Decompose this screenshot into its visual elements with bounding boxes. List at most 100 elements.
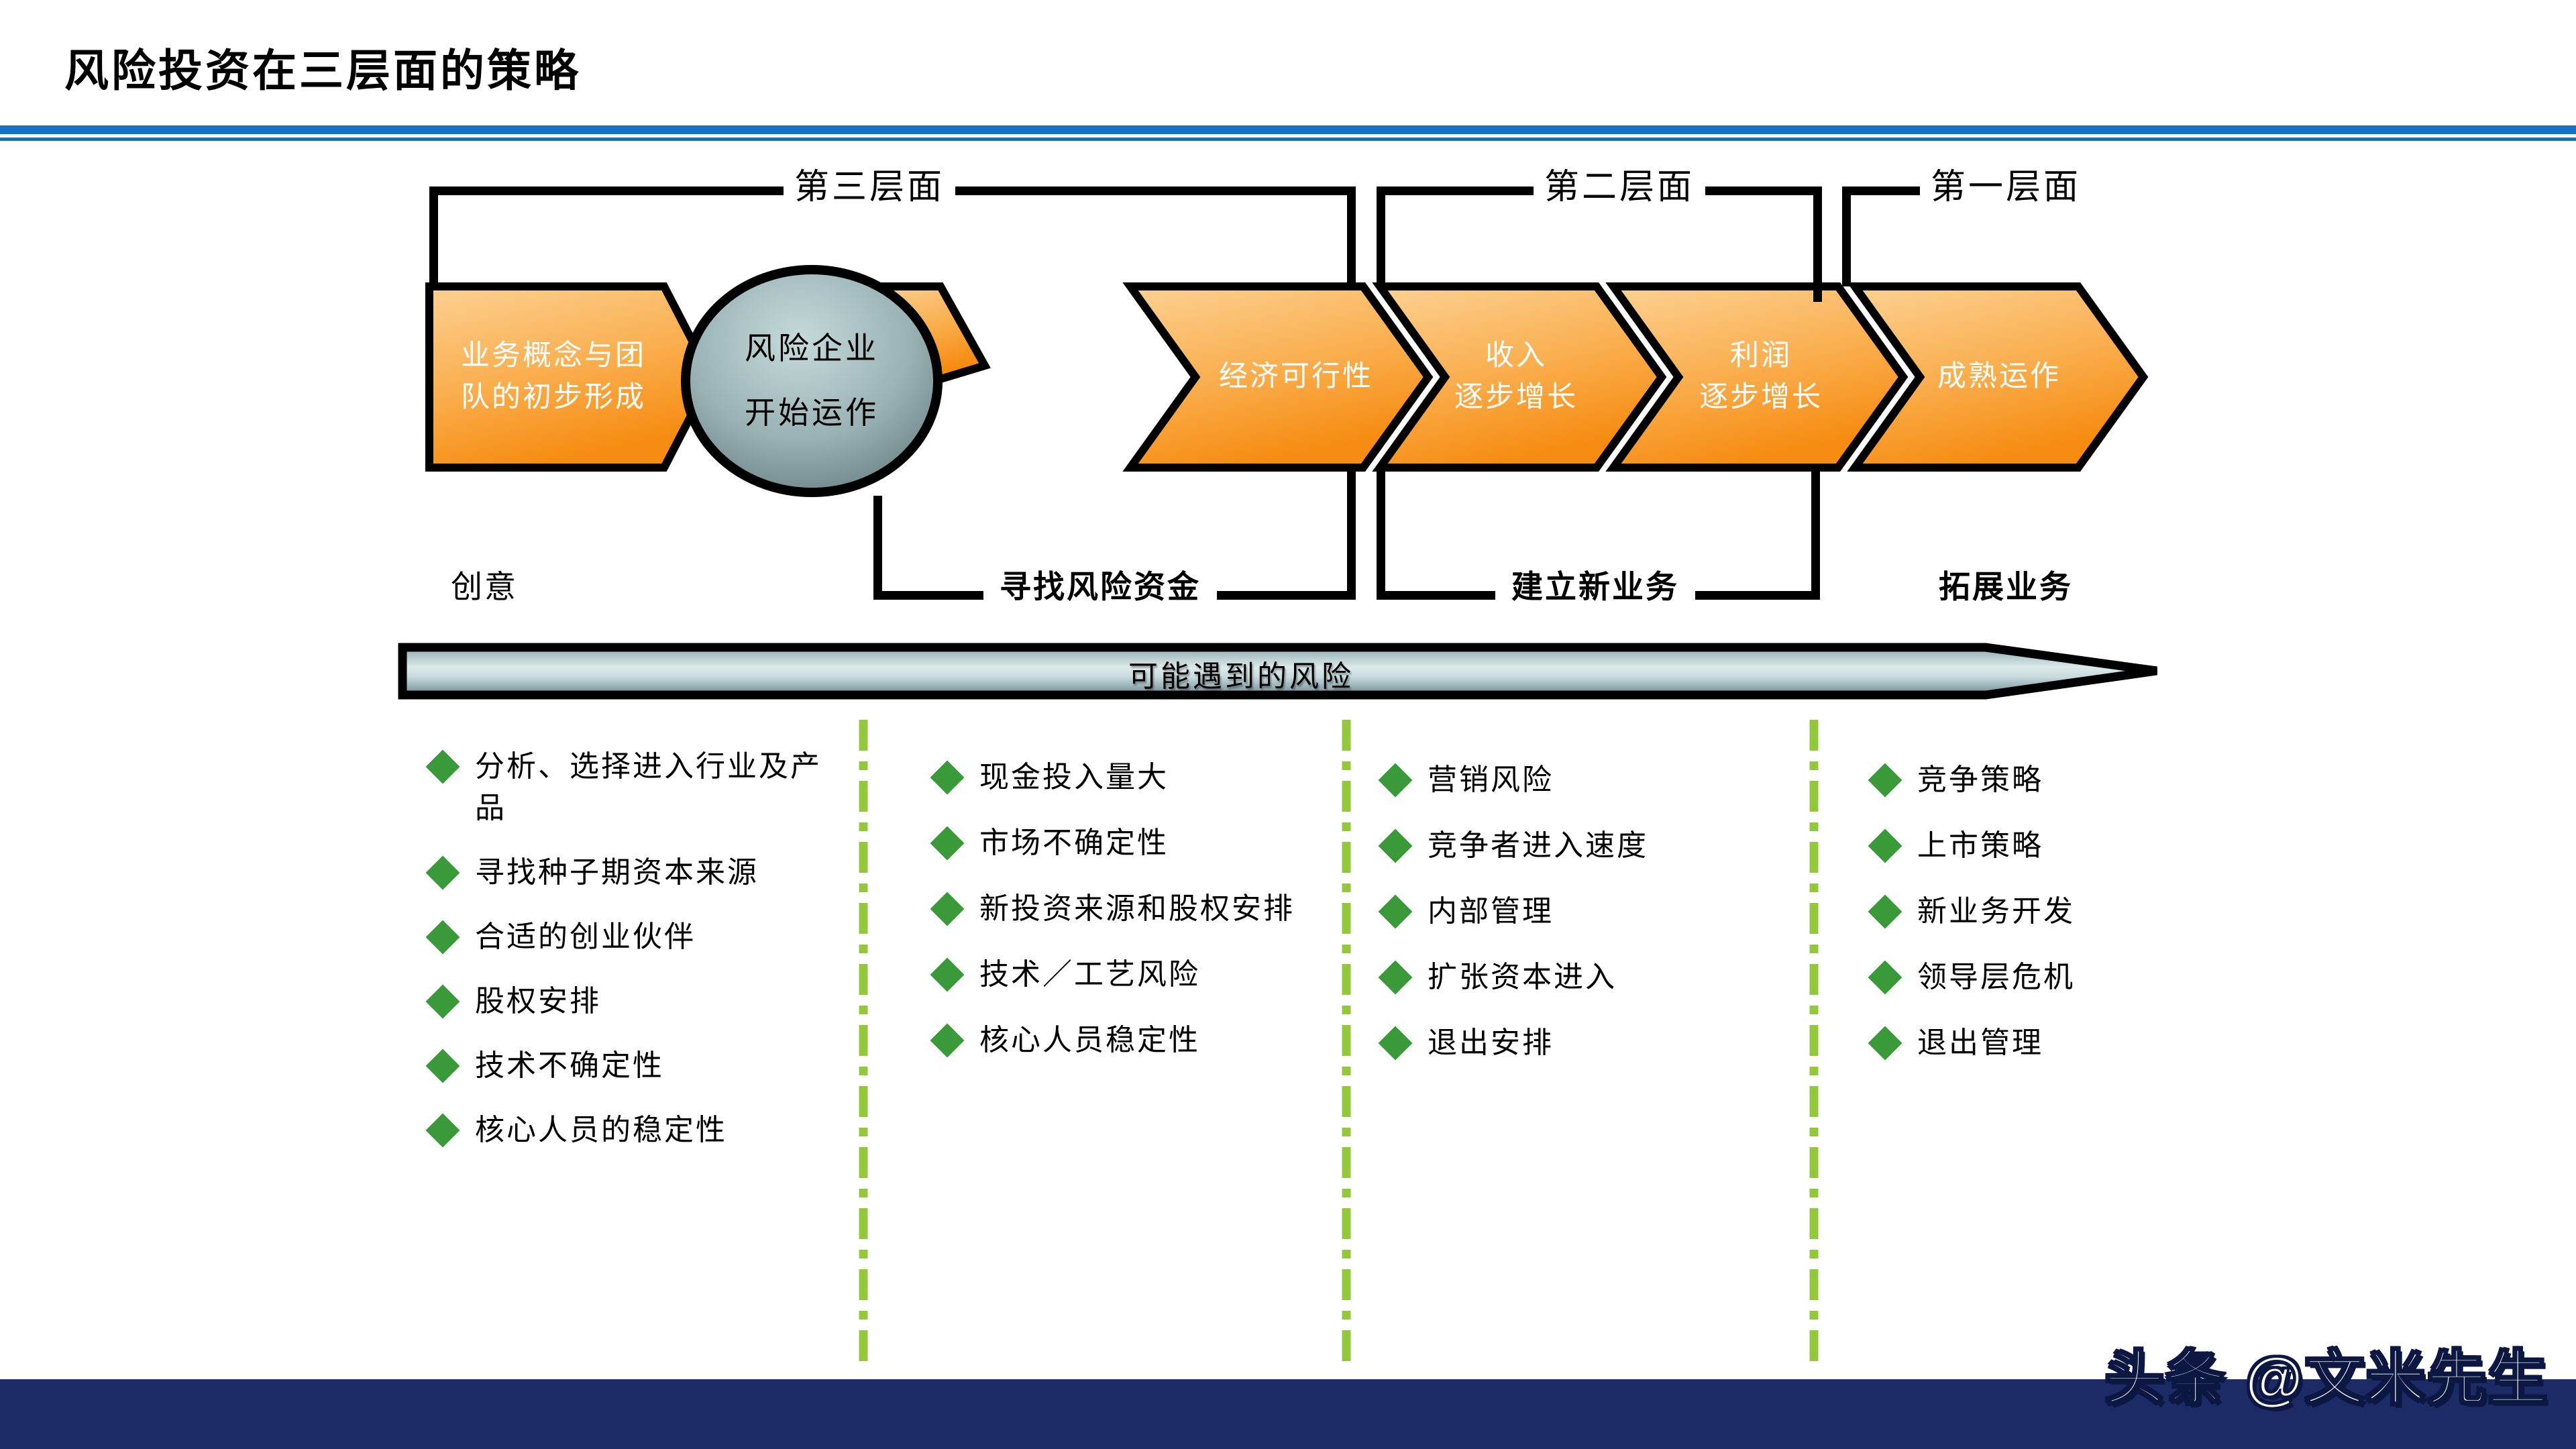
list-item: 核心人员稳定性: [930, 1020, 1472, 1061]
diamond-bullet-icon: [425, 920, 460, 955]
diamond-bullet-icon: [1868, 828, 1902, 863]
list-item: 内部管理: [1378, 891, 1799, 932]
diamond-bullet-icon: [1868, 763, 1902, 798]
page-title: 风险投资在三层面的策略: [64, 46, 581, 95]
list-item-text: 寻找种子期资本来源: [475, 856, 759, 889]
phase-build-label: 建立新业务: [1495, 568, 1695, 608]
bracket2-right-drop: [1813, 186, 1822, 302]
risk-column-1: 分析、选择进入行业及产品 寻找种子期资本来源 合适的创业伙伴 股权安排 技术不确…: [425, 746, 833, 1174]
list-item-text: 核心人员的稳定性: [475, 1114, 727, 1146]
arrow-profit: [1605, 282, 1909, 472]
stage-profit-caption: 利润 逐步增长: [1674, 286, 1848, 468]
stage-mature-caption: 成熟运作: [1920, 286, 2078, 468]
list-item: 扩张资本进入: [1378, 957, 1799, 998]
bracket1-left-drop: [1842, 186, 1851, 286]
diamond-bullet-icon: [425, 1049, 460, 1083]
diamond-bullet-icon: [1378, 828, 1413, 863]
level2-label: 第二层面: [1533, 166, 1706, 209]
list-item: 核心人员的稳定性: [425, 1110, 833, 1151]
list-item: 分析、选择进入行业及产品: [425, 746, 833, 829]
diamond-bullet-icon: [930, 760, 965, 795]
list-item-text: 市场不确定性: [979, 826, 1169, 859]
diamond-bullet-icon: [930, 892, 965, 926]
list-item: 退出管理: [1868, 1022, 2275, 1064]
bracket3-right-drop: [1347, 186, 1356, 286]
list-item-text: 新投资来源和股权安排: [979, 892, 1295, 925]
diamond-bullet-icon: [1868, 960, 1902, 995]
list-item-text: 新业务开发: [1917, 895, 2075, 928]
stage-profit-line2: 逐步增长: [1699, 382, 1823, 413]
bracket3-left-drop: [429, 186, 438, 286]
phase-idea-label: 创意: [451, 570, 518, 605]
startup-line2: 开始运作: [745, 396, 879, 430]
level3-label: 第三层面: [783, 166, 956, 209]
diamond-bullet-icon: [1378, 763, 1413, 798]
bracket2-left-drop: [1377, 186, 1385, 286]
diamond-bullet-icon: [930, 957, 965, 992]
build-bracket-left-drop: [1377, 468, 1385, 600]
diamond-bullet-icon: [1378, 894, 1413, 929]
stage-concept-line2: 队的初步形成: [461, 382, 646, 413]
build-bracket-right-rise: [1811, 468, 1820, 600]
arrow-feasibility: [1122, 282, 1434, 472]
list-item-text: 竞争策略: [1917, 763, 2043, 796]
diamond-bullet-icon: [425, 749, 460, 784]
list-item: 新投资来源和股权安排: [930, 888, 1472, 930]
list-item-text: 营销风险: [1428, 763, 1554, 796]
list-item-text: 扩张资本进入: [1428, 961, 1617, 994]
watermark: 头条 @文米先生: [2104, 1344, 2549, 1413]
stage-concept-line1: 业务概念与团: [461, 340, 646, 372]
stage-feasibility-label: 经济可行性: [1219, 361, 1373, 392]
stage-profit-line1: 利润: [1730, 340, 1792, 372]
list-item-text: 上市策略: [1917, 829, 2043, 862]
level1-label: 第一层面: [1919, 166, 2092, 209]
diamond-bullet-icon: [425, 984, 460, 1019]
list-item-text: 合适的创业伙伴: [475, 920, 696, 953]
bracket1-top-line: [1842, 186, 1923, 195]
risk-column-3: 营销风险 竞争者进入速度 内部管理 扩张资本进入 退出安排: [1378, 759, 1799, 1088]
list-item: 现金投入量大: [930, 757, 1472, 798]
list-item: 新业务开发: [1868, 891, 2275, 932]
startup-circle-caption: 风险企业 开始运作: [686, 272, 938, 490]
seek-bracket-left-drop: [873, 496, 882, 599]
list-item: 股权安排: [425, 981, 833, 1022]
diamond-bullet-icon: [930, 826, 965, 861]
stage-concept-caption: 业务概念与团 队的初步形成: [433, 286, 674, 468]
stage-revenue-line2: 逐步增长: [1454, 382, 1578, 413]
list-item: 寻找种子期资本来源: [425, 852, 833, 894]
list-item: 退出安排: [1378, 1022, 1799, 1064]
startup-circle: [681, 265, 943, 497]
risk-banner-arrow: [398, 643, 2157, 700]
list-item: 技术不确定性: [425, 1045, 833, 1087]
list-item-text: 退出管理: [1917, 1026, 2043, 1059]
stage-feasibility-caption: 经济可行性: [1195, 286, 1397, 468]
risk-column-2: 现金投入量大 市场不确定性 新投资来源和股权安排 技术／工艺风险 核心人员稳定性: [930, 757, 1472, 1085]
list-item-text: 分析、选择进入行业及产品: [475, 750, 822, 824]
list-item-text: 技术不确定性: [475, 1049, 664, 1082]
diamond-bullet-icon: [1378, 1026, 1413, 1061]
diamond-bullet-icon: [425, 1113, 460, 1148]
startup-line1: 风险企业: [745, 331, 879, 366]
arrow-revenue: [1372, 282, 1667, 472]
diamond-bullet-icon: [930, 1023, 965, 1058]
list-item-text: 技术／工艺风险: [979, 958, 1200, 991]
phase-expand-label: 拓展业务: [1923, 568, 2089, 608]
list-item-text: 现金投入量大: [979, 761, 1169, 794]
list-item-text: 领导层危机: [1917, 961, 2075, 994]
stage-mature-label: 成熟运作: [1937, 361, 2061, 392]
list-item: 竞争者进入速度: [1378, 825, 1799, 867]
list-item: 领导层危机: [1868, 957, 2275, 998]
header-rule-thick: [0, 125, 2576, 134]
stage-revenue-line1: 收入: [1485, 340, 1547, 372]
diamond-bullet-icon: [425, 855, 460, 890]
seek-bracket-right-rise: [1347, 468, 1356, 600]
list-item: 技术／工艺风险: [930, 954, 1472, 996]
diamond-bullet-icon: [1378, 960, 1413, 995]
list-item: 营销风险: [1378, 759, 1799, 801]
list-item: 上市策略: [1868, 825, 2275, 867]
diamond-bullet-icon: [1868, 894, 1902, 929]
arrow-concept: [425, 282, 716, 472]
stage-revenue-caption: 收入 逐步增长: [1429, 286, 1603, 468]
list-item-text: 竞争者进入速度: [1428, 829, 1648, 862]
